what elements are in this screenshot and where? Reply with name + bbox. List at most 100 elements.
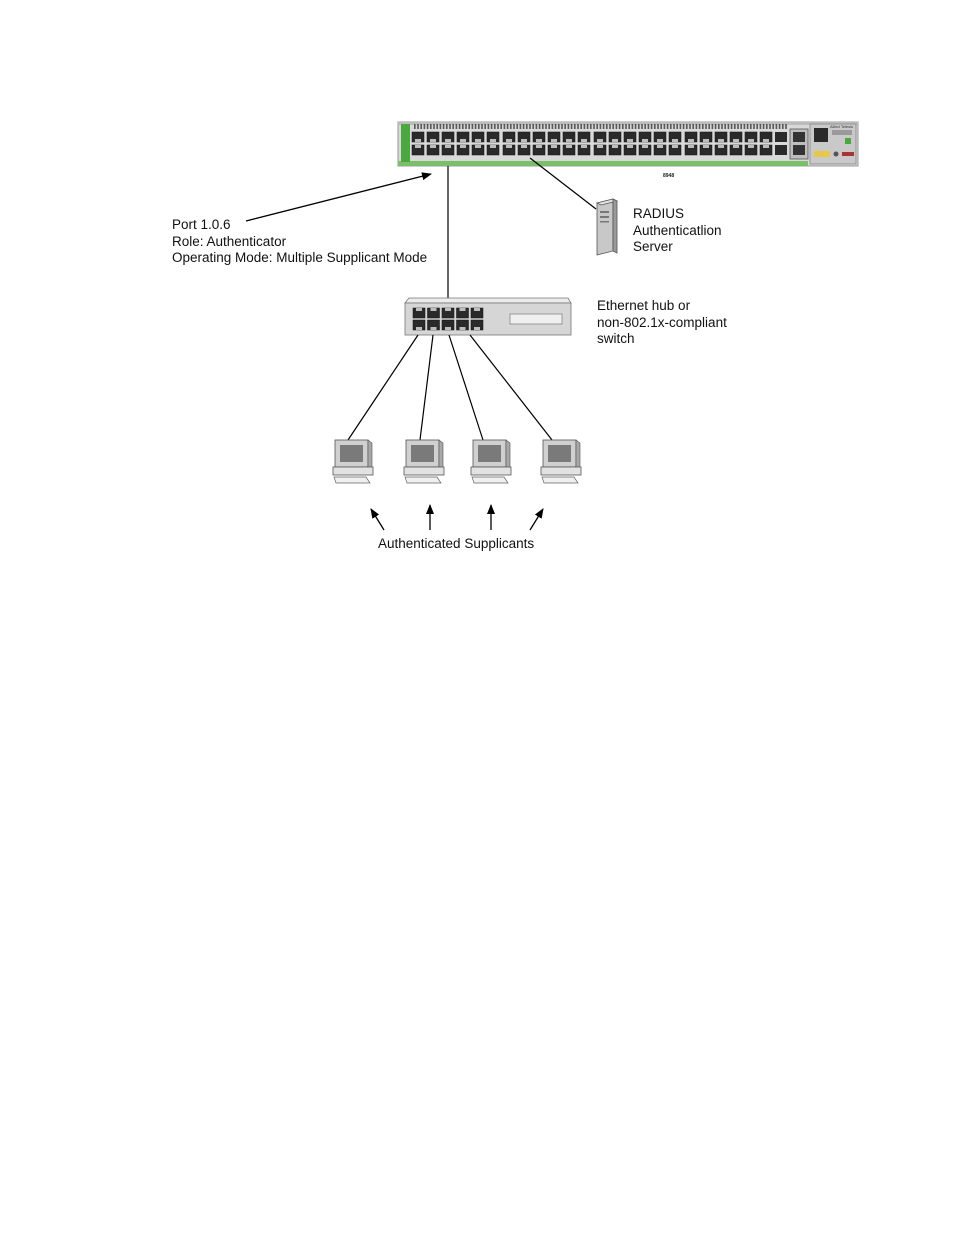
port-latch [763, 145, 769, 148]
vent-slot [654, 124, 656, 129]
vent-slot [440, 124, 442, 129]
hub-label-line2: non-802.1x-compliant [597, 315, 727, 332]
port-label: Port 1.0.6 Role: Authenticator Operating… [172, 217, 427, 267]
status-led-icon [845, 138, 851, 144]
supplicants-label: Authenticated Supplicants [378, 536, 534, 553]
port-latch [521, 139, 527, 142]
vent-slot [600, 124, 602, 129]
port-latch [536, 145, 542, 148]
hub-label-line3: switch [597, 331, 727, 348]
vent-slot [779, 124, 781, 129]
port-latch [415, 145, 421, 148]
vent-slot [641, 124, 643, 129]
console-port [814, 128, 828, 142]
vent-slot [478, 124, 480, 129]
vent-slot [548, 124, 550, 129]
hub-label-plate [510, 314, 562, 324]
port-latch [551, 139, 557, 142]
vent-slot [734, 124, 736, 129]
vent-slot [545, 124, 547, 129]
port-latch [416, 308, 422, 311]
switch-model-text: 8948 [663, 173, 674, 179]
vent-slot [702, 124, 704, 129]
vent-slot [494, 124, 496, 129]
port-latch [627, 145, 633, 148]
port-latch [733, 145, 739, 148]
radius-label-line2: Authenticatlion [633, 223, 722, 240]
vent-slot [750, 124, 752, 129]
vent-slot [692, 124, 694, 129]
vent-slot [468, 124, 470, 129]
vent-slot [708, 124, 710, 129]
computer-icon [404, 440, 444, 483]
vent-slot [552, 124, 554, 129]
vent-slot [516, 124, 518, 129]
vent-slot [584, 124, 586, 129]
vent-slot [718, 124, 720, 129]
switch-green-brand-strip [401, 124, 410, 162]
port-latch [551, 145, 557, 148]
port-latch [474, 308, 480, 311]
switch-port [775, 132, 787, 142]
port-latch [490, 139, 496, 142]
vent-slot [414, 124, 416, 129]
port-latch [475, 139, 481, 142]
vent-slot [555, 124, 557, 129]
vent-slot [459, 124, 461, 129]
vent-slot [574, 124, 576, 129]
vent-slot [424, 124, 426, 129]
port-latch [445, 139, 451, 142]
vent-slot [638, 124, 640, 129]
vent-slot [670, 124, 672, 129]
vent-slot [664, 124, 666, 129]
vent-slot [523, 124, 525, 129]
port-latch [430, 139, 436, 142]
vent-slot [782, 124, 784, 129]
vent-slot [488, 124, 490, 129]
port-latch [733, 139, 739, 142]
vent-slot [715, 124, 717, 129]
port-latch [688, 145, 694, 148]
port-pointer-arrow [246, 174, 431, 221]
computer-icon [333, 440, 373, 483]
port-latch [581, 145, 587, 148]
port-latch [506, 145, 512, 148]
computer-icon [541, 440, 581, 483]
port-latch [657, 145, 663, 148]
vent-slot [532, 124, 534, 129]
vent-slot [657, 124, 659, 129]
vent-slot [616, 124, 618, 129]
vent-slot [558, 124, 560, 129]
ethernet-hub [405, 298, 571, 335]
pc-cable [449, 335, 483, 440]
pc-cable [348, 335, 418, 440]
vent-slot [571, 124, 573, 129]
vent-slot [676, 124, 678, 129]
switch-port [775, 145, 787, 155]
vent-slot [683, 124, 685, 129]
vent-slot [680, 124, 682, 129]
port-latch [416, 327, 422, 330]
port-latch [506, 139, 512, 142]
vent-slot [577, 124, 579, 129]
vent-slot [744, 124, 746, 129]
vent-slot [606, 124, 608, 129]
vent-slot [673, 124, 675, 129]
port-latch [688, 139, 694, 142]
vent-slot [776, 124, 778, 129]
hub-label-line1: Ethernet hub or [597, 298, 727, 315]
port-latch [490, 145, 496, 148]
vent-slot [609, 124, 611, 129]
vent-slot [526, 124, 528, 129]
vent-slot [740, 124, 742, 129]
vent-slot [651, 124, 653, 129]
vent-slot [568, 124, 570, 129]
computer-icon [471, 440, 511, 483]
vent-slot [622, 124, 624, 129]
port-latch [642, 145, 648, 148]
vent-slot [667, 124, 669, 129]
vent-slot [462, 124, 464, 129]
vent-slot [456, 124, 458, 129]
port-latch [566, 139, 572, 142]
vent-slot [660, 124, 662, 129]
